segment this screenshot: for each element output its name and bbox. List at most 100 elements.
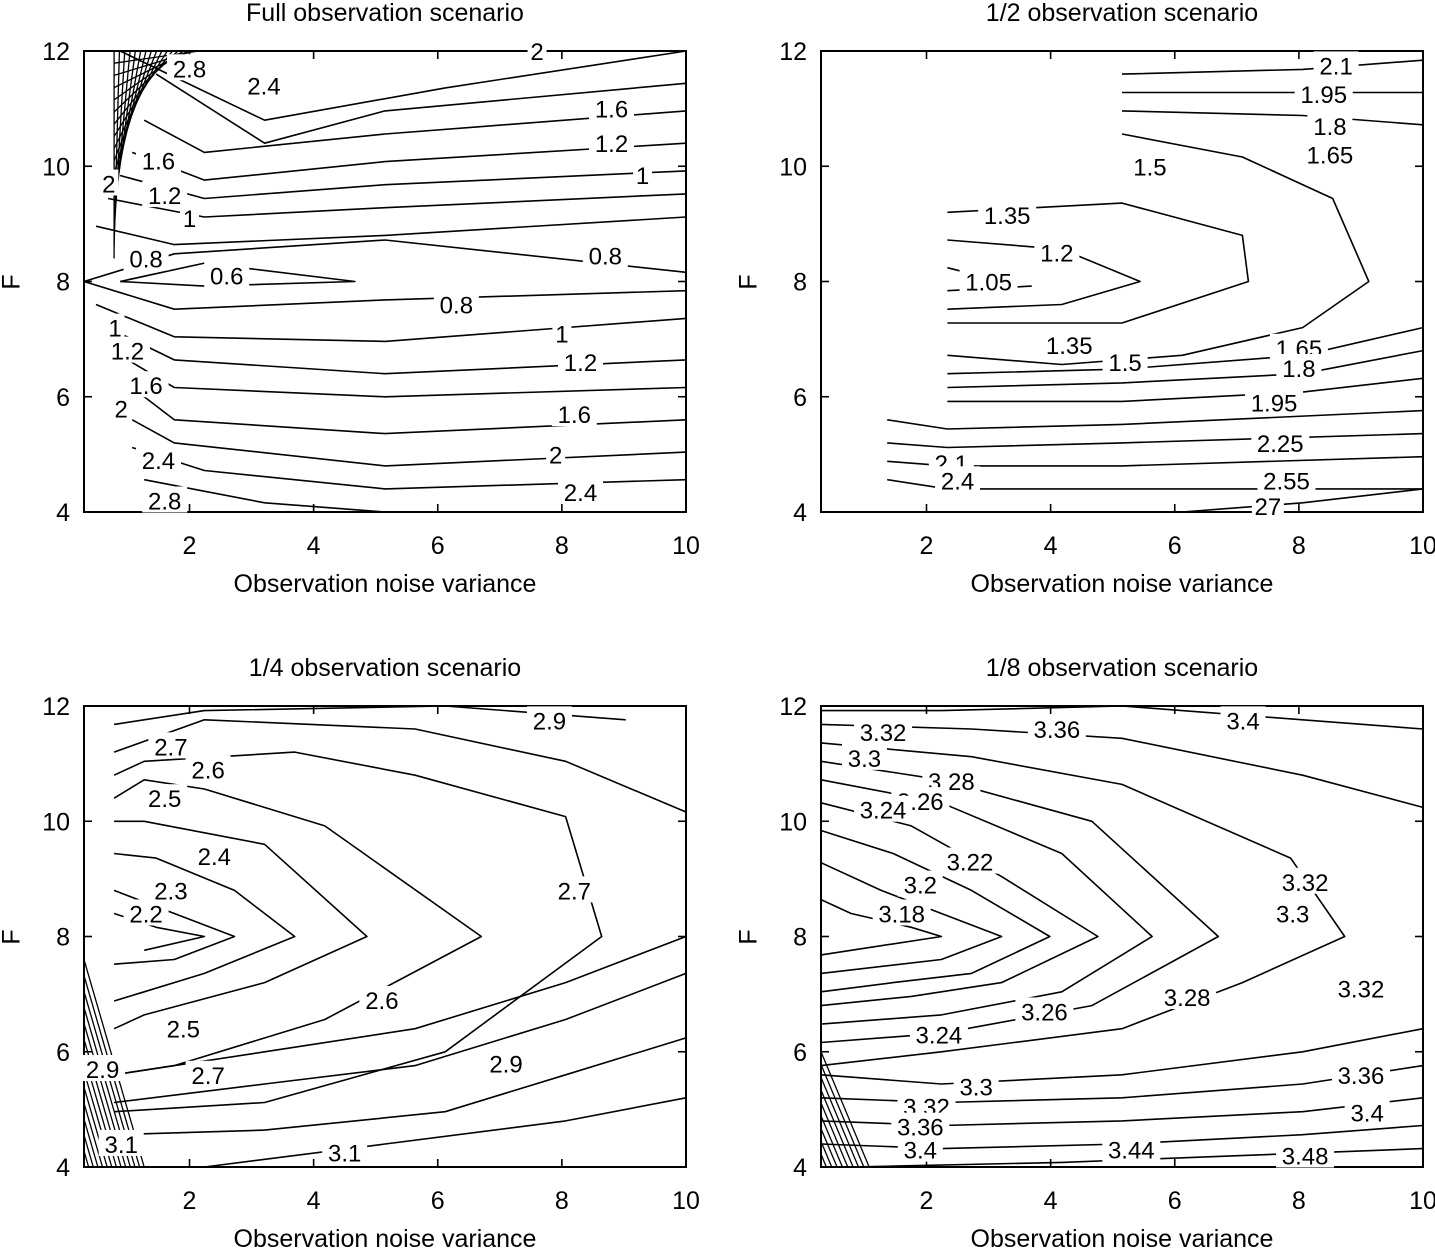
contour-label-background [1220, 706, 1266, 733]
y-tick-label: 12 [42, 38, 70, 66]
contour-label: 2.8 [148, 488, 181, 515]
x-tick-label: 2 [920, 1187, 934, 1215]
contour-label: 2.4 [198, 844, 231, 871]
dense-contour-line [114, 50, 200, 64]
contour-line [155, 73, 687, 144]
contour-line [95, 303, 687, 343]
contour-label-background [582, 241, 628, 268]
contour-label: 3.28 [1164, 985, 1211, 1012]
y-tick-label: 8 [56, 269, 70, 297]
contour-label: 1.8 [1282, 356, 1315, 383]
contour-label: 2.9 [533, 708, 566, 735]
contour-label: 2.9 [86, 1057, 119, 1084]
contour-label-background [483, 1049, 529, 1076]
contour-label: 2.9 [489, 1051, 522, 1078]
dense-contour-region [113, 50, 205, 259]
contour-label-background [897, 870, 943, 897]
contour-line [820, 898, 943, 956]
contour-label: 3.32 [1338, 976, 1385, 1003]
y-tick-label: 4 [793, 499, 807, 527]
contour-label: 2.5 [148, 786, 181, 813]
contour-line [820, 742, 1346, 1067]
dense-contour-line [820, 1077, 860, 1168]
y-tick-label: 6 [56, 384, 70, 412]
contour-label: 1.6 [595, 97, 628, 124]
x-tick-label: 4 [307, 532, 321, 560]
contour-label-background [204, 261, 250, 288]
y-tick-label: 4 [56, 1154, 70, 1182]
x-tick-label: 6 [1168, 532, 1182, 560]
y-tick-label: 8 [793, 269, 807, 297]
contour-label: 1.95 [1251, 391, 1298, 418]
dense-contour-line [820, 1051, 870, 1168]
dense-contour-line [820, 1141, 833, 1168]
x-tick-label: 10 [672, 1187, 700, 1215]
contour-label: 2.7 [558, 878, 591, 905]
contour-label: 2.4 [564, 480, 597, 507]
contour-label-background [359, 985, 405, 1012]
contour-label: 1.2 [564, 350, 597, 377]
contour-label-background [1276, 1141, 1335, 1168]
x-tick-label: 6 [431, 1187, 445, 1215]
contour-label-background [98, 1129, 144, 1156]
contour-label: 1.2 [111, 339, 144, 366]
contour-label-background [322, 1138, 368, 1165]
contour-label-background [1251, 492, 1284, 519]
contour-label: 3.3 [1276, 901, 1309, 928]
contour-line [1182, 488, 1424, 513]
contour-label: 1 [108, 316, 121, 343]
contour-label: 0.8 [440, 293, 473, 320]
dense-contour-line [820, 1102, 849, 1168]
y-tick-label: 4 [793, 1154, 807, 1182]
contour-label-background [148, 732, 194, 759]
contour-label-background [1307, 111, 1353, 138]
contour-label: 1.5 [1133, 154, 1166, 181]
dense-contour-line [113, 50, 163, 149]
contour-label-background [191, 841, 237, 868]
x-tick-label: 8 [1292, 1187, 1306, 1215]
contour-label-background [978, 201, 1037, 228]
contour-label: 1.2 [1040, 241, 1073, 268]
contour-label-background [1331, 1060, 1390, 1087]
contour-label-background [185, 1060, 231, 1087]
contour-line [113, 852, 296, 1002]
contour-label: 2.4 [247, 74, 280, 101]
contour-label: 2.25 [1257, 431, 1304, 458]
contour-line [887, 455, 1424, 467]
contour-label-background [1245, 388, 1304, 415]
x-tick-label: 4 [1044, 1187, 1058, 1215]
contour-label: 3.32 [860, 720, 907, 747]
contour-label-background [160, 1014, 206, 1041]
contour-label: 3.4 [1350, 1100, 1383, 1127]
contour-label-background [99, 169, 119, 196]
contour-label-background [80, 1055, 126, 1082]
contour-line [947, 326, 1424, 375]
contour-line [113, 778, 483, 1076]
contour-label: 1.2 [148, 183, 181, 210]
contour-label-background [1276, 867, 1335, 894]
contour-line [820, 723, 1424, 809]
contour-line [95, 216, 687, 246]
contour-label-background [123, 244, 169, 271]
contour-label-background [551, 876, 597, 903]
contour-label: 3.36 [1033, 717, 1080, 744]
contour-label-background [142, 486, 188, 513]
y-tick-label: 6 [56, 1039, 70, 1067]
contour-label-background [1294, 80, 1353, 107]
contour-line [131, 419, 687, 467]
contour-label: 3.3 [848, 746, 881, 773]
contour-label-background [891, 1112, 950, 1139]
dense-contour-line [83, 1134, 94, 1168]
contour-label: 2.5 [167, 1017, 200, 1044]
contour-label-background [589, 129, 635, 156]
contour-label-background [1300, 140, 1359, 167]
dense-contour-line [820, 1064, 865, 1168]
x-axis-label: Observation noise variance [970, 570, 1274, 598]
subplot-title: 1/8 observation scenario [985, 654, 1259, 682]
contour-label-background [142, 784, 188, 811]
x-tick-label: 8 [555, 532, 569, 560]
